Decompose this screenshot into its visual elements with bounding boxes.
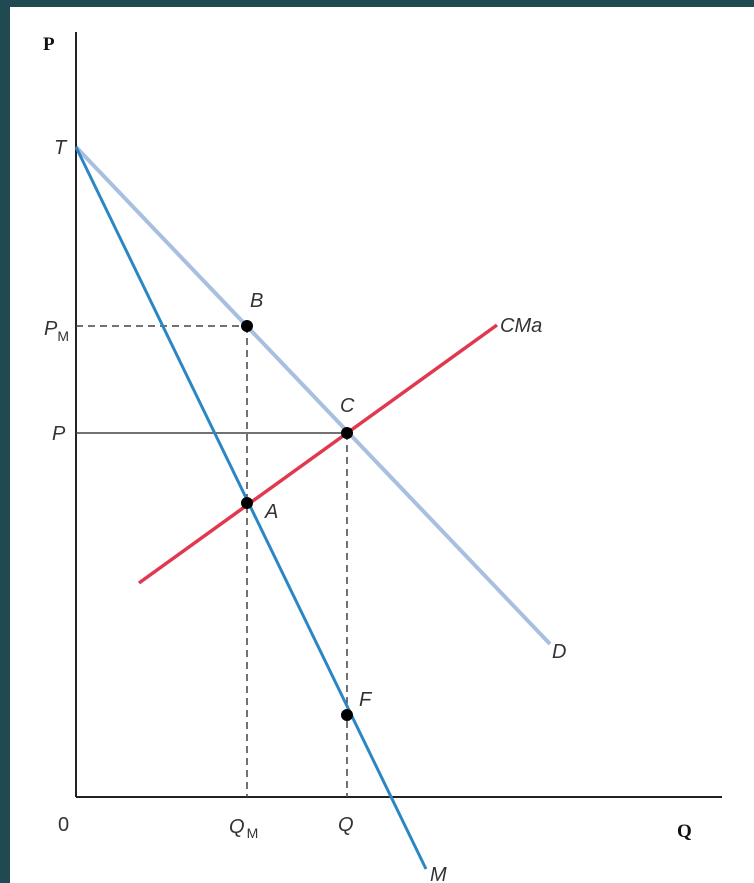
y-label-p: P [52,423,66,445]
marginal-cost-label: CMa [500,315,542,337]
demand-label: D [552,641,566,663]
x-label-q: Q [338,814,354,836]
point-f [341,709,353,721]
x-label-qm-sub: M [247,825,259,841]
y-label-pm-main: P [44,318,58,340]
demand-curve [74,145,552,646]
point-f-label: F [359,689,373,711]
x-label-qm-main: Q [229,816,245,838]
point-a [241,497,253,509]
point-b-label: B [250,290,263,312]
point-c [341,427,353,439]
y-label-pm: PM [44,318,69,344]
marginal-revenue-curve [74,146,428,870]
y-axis-title: P [43,34,55,55]
marginal-revenue-label: M [430,864,447,883]
point-c-label: C [340,395,355,417]
origin-label: 0 [58,814,69,836]
y-label-pm-sub: M [57,328,69,344]
y-label-t: T [54,137,68,159]
x-axis-title: Q [677,821,692,842]
point-a-label: A [264,501,278,523]
point-b [241,320,253,332]
marginal-cost-curve [137,323,499,585]
